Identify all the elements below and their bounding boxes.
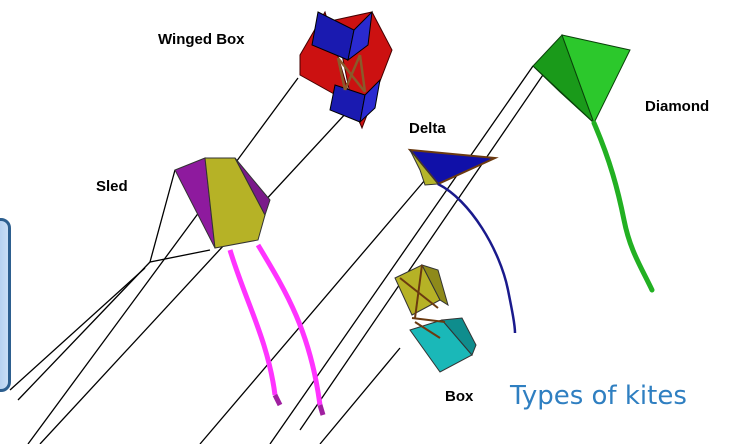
diamond-kite xyxy=(532,34,655,293)
sled-bridle xyxy=(149,169,211,263)
delta-kite xyxy=(407,148,517,334)
label-box: Box xyxy=(445,388,474,405)
kite-strings xyxy=(9,49,561,444)
sled-kite xyxy=(174,157,326,416)
sled-string xyxy=(9,267,146,391)
box-kite xyxy=(394,264,477,373)
box-string xyxy=(319,347,401,444)
diamond-string-2 xyxy=(299,49,561,431)
label-sled: Sled xyxy=(96,178,128,195)
winged-box-kite xyxy=(299,10,393,130)
diamond-string xyxy=(269,65,534,444)
winged-box-string-2 xyxy=(39,97,361,444)
label-diamond: Diamond xyxy=(645,98,710,115)
label-delta: Delta xyxy=(409,120,446,137)
sled-string-2 xyxy=(17,261,151,401)
diamond-tail xyxy=(591,120,655,293)
delta-string xyxy=(199,179,426,444)
caption-types-of-kites: Types of kites xyxy=(510,381,687,411)
sled-tail-2 xyxy=(255,243,323,406)
winged-box-string xyxy=(27,77,299,444)
sled-tail-1-shadow xyxy=(272,393,283,407)
side-panel-edge xyxy=(0,218,11,392)
delta-tail xyxy=(437,182,517,334)
label-winged-box: Winged Box xyxy=(158,31,245,48)
sled-tail-1 xyxy=(227,249,278,396)
sled-tail-2-shadow xyxy=(317,404,326,416)
